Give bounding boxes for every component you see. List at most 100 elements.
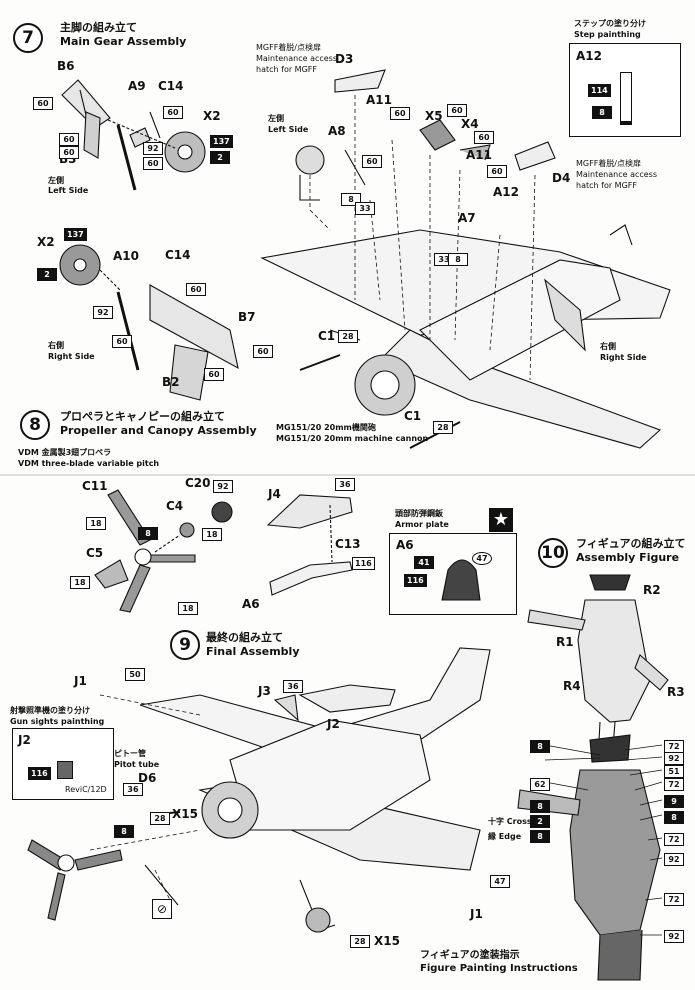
color-code: 60	[186, 283, 206, 296]
color-code: 92	[664, 752, 684, 765]
color-code: 47	[490, 875, 510, 888]
color-code: 18	[70, 576, 90, 589]
cannon-jp: MG151/20 20mm機関砲	[276, 423, 376, 432]
part-c14: C14	[158, 79, 184, 93]
part-j1: J1	[74, 674, 87, 688]
color-code: 18	[202, 528, 222, 541]
part-d3: D3	[335, 52, 354, 66]
color-code: 47	[472, 552, 492, 565]
color-code: 8	[114, 825, 134, 838]
part-d6: D6	[138, 771, 157, 785]
color-code: 60	[112, 335, 132, 348]
color-code: 92	[213, 480, 233, 493]
color-code: 60	[253, 345, 273, 358]
part-a11: A11	[366, 93, 392, 107]
color-code: 28	[433, 421, 453, 434]
part-c13: C13	[335, 537, 361, 551]
part-c14-right: C14	[165, 248, 191, 262]
part-x2-right: X2	[37, 235, 55, 249]
cannon-en: MG151/20 20mm machine cannon	[276, 434, 429, 443]
edge-jp: 縁	[488, 832, 496, 841]
part-b7: B7	[238, 310, 256, 324]
step-paint-part: A12	[576, 49, 602, 63]
color-code: 8	[530, 800, 550, 813]
step-7-badge: 7	[13, 23, 43, 53]
mgff-hatch2-en-2: hatch for MGFF	[576, 181, 637, 190]
part-j2: J2	[327, 717, 340, 731]
left-side-en: Left Side	[48, 186, 89, 195]
color-code: 60	[362, 155, 382, 168]
mgff-hatch2-en-1: Maintenance access	[576, 170, 658, 179]
color-code: 8	[530, 740, 550, 753]
color-code: 28	[150, 812, 170, 825]
step-7-title-jp: 主脚の組み立て	[60, 21, 137, 34]
part-x15: X15	[172, 807, 198, 821]
color-code: 8	[530, 830, 550, 843]
color-code: 8	[138, 527, 158, 540]
step-paint-title-en: Step painthing	[574, 30, 641, 39]
color-code: 8	[664, 811, 684, 824]
part-x5: X5	[425, 109, 443, 123]
part-b2: B2	[162, 375, 180, 389]
part-c1-b: C1	[404, 409, 422, 423]
gunsight-title-en: Gun sights painthing	[10, 717, 105, 726]
part-a8: A8	[328, 124, 346, 138]
step-10-title-jp: フィギュアの組み立て	[576, 537, 686, 550]
color-code: 72	[664, 833, 684, 846]
part-c5: C5	[86, 546, 104, 560]
color-code: 33	[355, 202, 375, 215]
color-code: 28	[350, 935, 370, 948]
part-a11-b: A11	[466, 148, 492, 162]
color-code: 60	[33, 97, 53, 110]
step-paint-title-jp: ステップの塗り分け	[574, 19, 646, 28]
fuselage-right-side-en: Right Side	[600, 353, 647, 362]
part-j3: J3	[258, 684, 271, 698]
gunsight-title-jp: 射撃照準機の塗り分け	[10, 706, 90, 715]
figure-paint-title-jp: フィギュアの塗装指示	[420, 950, 520, 961]
part-c11: C11	[82, 479, 108, 493]
color-code: 137	[210, 135, 233, 148]
part-r1: R1	[556, 635, 574, 649]
gunsight-drawing	[57, 761, 73, 779]
color-code: 116	[28, 767, 51, 780]
step-8-title-jp: プロペラとキャノピーの組み立て	[60, 410, 225, 423]
color-code: 36	[123, 783, 143, 796]
mgff-hatch-en-1: Maintenance access	[256, 54, 338, 63]
gunsight-label: ReviC/12D	[65, 785, 107, 794]
color-code: 2	[210, 151, 230, 164]
part-d4: D4	[552, 171, 571, 185]
gunsight-box: J2 116 ReviC/12D	[12, 728, 114, 800]
part-c4: C4	[166, 499, 184, 513]
color-code: 92	[664, 930, 684, 943]
mgff-hatch-jp: MGFF着脱/点検扉	[256, 43, 321, 52]
step-9-title-en: Final Assembly	[206, 645, 300, 658]
edge-label: 縁 Edge	[488, 831, 521, 842]
step-9-title-jp: 最終の組み立て	[206, 631, 283, 644]
cross-en: Cross	[506, 817, 532, 826]
figure-paint-title-en: Figure Painting Instructions	[420, 963, 578, 974]
color-code: 60	[143, 157, 163, 170]
color-code: 8	[448, 253, 468, 266]
color-code: 18	[178, 602, 198, 615]
step-10-title-en: Assembly Figure	[576, 551, 680, 564]
color-code: 60	[163, 106, 183, 119]
star-icon: ★	[489, 508, 513, 532]
color-code: 51	[664, 765, 684, 778]
part-x4: X4	[461, 117, 479, 131]
part-r2: R2	[643, 583, 661, 597]
armor-title-en: Armor plate	[395, 520, 449, 529]
color-code: 92	[664, 853, 684, 866]
color-code: 18	[86, 517, 106, 530]
pitot-jp: ピトー管	[114, 749, 146, 758]
color-code: 60	[474, 131, 494, 144]
right-side-jp: 右側	[48, 341, 64, 350]
color-code: 8	[592, 106, 612, 119]
color-code: 60	[487, 165, 507, 178]
color-code: 72	[664, 778, 684, 791]
step-9-badge: 9	[170, 630, 200, 660]
part-j4: J4	[268, 487, 281, 501]
color-code: 137	[64, 228, 87, 241]
step-8-badge: 8	[20, 410, 50, 440]
part-a6: A6	[242, 597, 260, 611]
step-8-title-en: Propeller and Canopy Assembly	[60, 424, 257, 437]
